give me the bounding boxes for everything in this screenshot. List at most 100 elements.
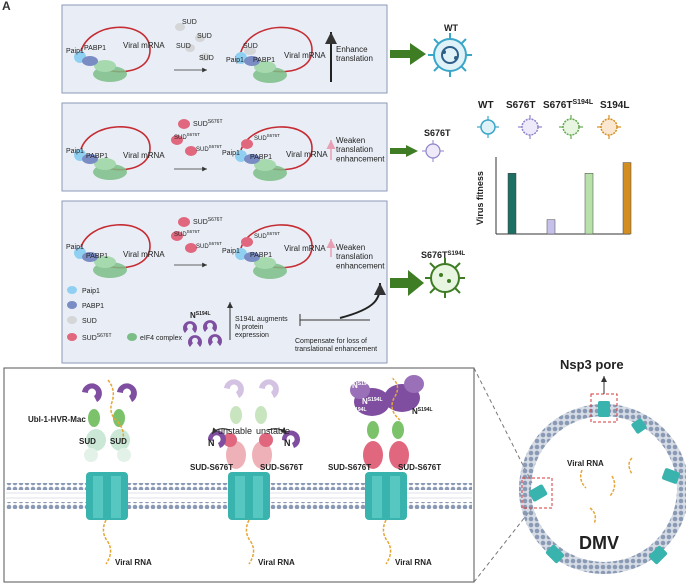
fitness-virus-s194l — [597, 115, 621, 139]
row1-right-complex — [235, 26, 313, 83]
row1-pabp1-left: PABP1 — [84, 45, 106, 52]
dmv-vesicle — [519, 401, 686, 574]
sud-s676t-label-2: SUD-S676T — [260, 463, 303, 472]
dmv-zoom-box-left — [521, 477, 553, 509]
row3-left-complex — [74, 224, 151, 278]
row3-sud-mut-a: SUDS676T — [193, 217, 223, 226]
row3-viral-mrna-left: Viral mRNA — [123, 250, 165, 259]
legend-swatch-eif4 — [127, 333, 137, 341]
fitness-bar-1 — [507, 173, 517, 235]
row2-left-complex — [74, 126, 151, 180]
legend — [67, 286, 137, 341]
row1-wt-virus — [428, 33, 472, 77]
row3-free-sud-mut — [171, 217, 197, 253]
viral-rna-label-2: Viral RNA — [258, 558, 295, 567]
row1-paip1-left: Paip1 — [66, 48, 84, 55]
row1-sud-d: SUD — [199, 55, 214, 62]
dmv-viral-rna-label: Viral RNA — [567, 459, 604, 468]
row3-right-complex — [235, 224, 313, 279]
row3-panel — [61, 200, 388, 364]
row1-free-sud — [175, 23, 210, 61]
n-s194l-label-1: NS194L — [352, 381, 373, 390]
legend-swatch-paip1 — [67, 286, 77, 294]
fitness-label-s194l: S194L — [600, 100, 629, 111]
n-wt-label-2: N — [284, 438, 291, 448]
nsp3-pore-label: Nsp3 pore — [560, 357, 624, 372]
row1-pabp1-right: PABP1 — [253, 57, 275, 64]
unstable-label-1: unstable — [218, 426, 252, 436]
row2-s676t-label: S676T — [424, 128, 451, 138]
row2-green-arrow — [390, 145, 418, 157]
row1-sud-b: SUD — [197, 33, 212, 40]
legend-label-paip1: Paip1 — [82, 288, 100, 295]
legend-label-eif4: eIF4 complex — [140, 335, 183, 342]
row3-n-s194l-label: NS194L — [190, 311, 211, 320]
row2-sud-mut-a: SUDS676T — [193, 119, 223, 128]
row1-left-complex — [74, 26, 151, 82]
fitness-ylabel: Virus fitness — [475, 171, 485, 225]
fitness-label-s676t: S676T — [506, 100, 535, 111]
row3-paip1-left: Paip1 — [66, 244, 84, 251]
row2-sud-mut-bound: SUDS676T — [254, 133, 280, 142]
legend-label-pabp1: PABP1 — [82, 303, 104, 310]
n-wt-label-1: N — [208, 438, 215, 448]
n-s194l-label-4: NS194L — [346, 407, 367, 416]
row3-sud-mut-c: SUDS676T — [196, 241, 222, 250]
row3-sud-mut-b: SUDS676T — [174, 229, 200, 238]
connector-lower — [473, 507, 533, 583]
legend-label-sud-mut: SUDS676T — [82, 333, 112, 342]
n-s194l-label-2: NS194L — [374, 377, 395, 386]
legend-swatch-pabp1 — [67, 301, 77, 309]
row3-inhibit-line — [299, 314, 370, 326]
sud-s676t-label-4: SUD-S676T — [398, 463, 441, 472]
row1-viral-mrna-right: Viral mRNA — [284, 51, 326, 60]
ubl-label: Ubl-1-HVR-Mac — [28, 415, 86, 424]
row2-viral-mrna-right: Viral mRNA — [286, 150, 328, 159]
row2-free-sud-mut — [171, 119, 197, 156]
row3-sud-mut-bound: SUDS676T — [254, 231, 280, 240]
row1-wt-label: WT — [444, 23, 458, 33]
fitness-bar-3 — [584, 173, 594, 235]
row1-viral-mrna-left: Viral mRNA — [123, 41, 165, 50]
row2-paip1-left: Paip1 — [66, 148, 84, 155]
viral-rna-label-1: Viral RNA — [115, 558, 152, 567]
sud-wt-label-1: SUD — [79, 437, 96, 446]
connector-upper — [473, 367, 533, 484]
legend-swatch-sud-mut — [67, 333, 77, 341]
row2-sud-mut-b: SUDS676T — [174, 132, 200, 141]
row3-n-proteins — [182, 320, 222, 347]
row3-viral-mrna-right: Viral mRNA — [284, 244, 326, 253]
fitness-virus-s676t — [518, 115, 542, 139]
row3-pabp1-right: PABP1 — [250, 252, 272, 259]
fitness-chart — [495, 157, 632, 235]
fitness-label-s676t-s194l: S676TS194L — [543, 99, 594, 111]
row1-sud-bound: SUD — [243, 43, 258, 50]
row1-green-arrow — [390, 43, 426, 65]
row3-pabp1-left: PABP1 — [86, 253, 108, 260]
sud-s676t-label-3: SUD-S676T — [328, 463, 371, 472]
row2-s676t-virus — [422, 140, 444, 162]
row1-sud-c: SUD — [176, 43, 191, 50]
fitness-virus-s676t-s194l — [559, 115, 583, 139]
sud-wt-label-2: SUD — [110, 437, 127, 446]
row1-paip1-right: Paip1 — [226, 57, 244, 64]
legend-swatch-sud — [67, 316, 77, 324]
fitness-virus-wt — [477, 116, 499, 138]
row3-curve-arrow — [339, 282, 386, 319]
n-s194l-label-3: NS194L — [362, 397, 383, 406]
row2-right-complex — [235, 126, 313, 181]
nsp3-s676t-s194l — [350, 375, 424, 565]
sud-s676t-label-1: SUD-S676T — [190, 463, 233, 472]
fitness-legend-viruses — [477, 115, 621, 139]
row2-pabp1-left: PABP1 — [86, 153, 108, 160]
panel-letter: A — [2, 0, 11, 13]
row2-pabp1-right: PABP1 — [250, 154, 272, 161]
row2-paip1-right: Paip1 — [222, 150, 240, 157]
fitness-bar-4 — [622, 162, 632, 235]
